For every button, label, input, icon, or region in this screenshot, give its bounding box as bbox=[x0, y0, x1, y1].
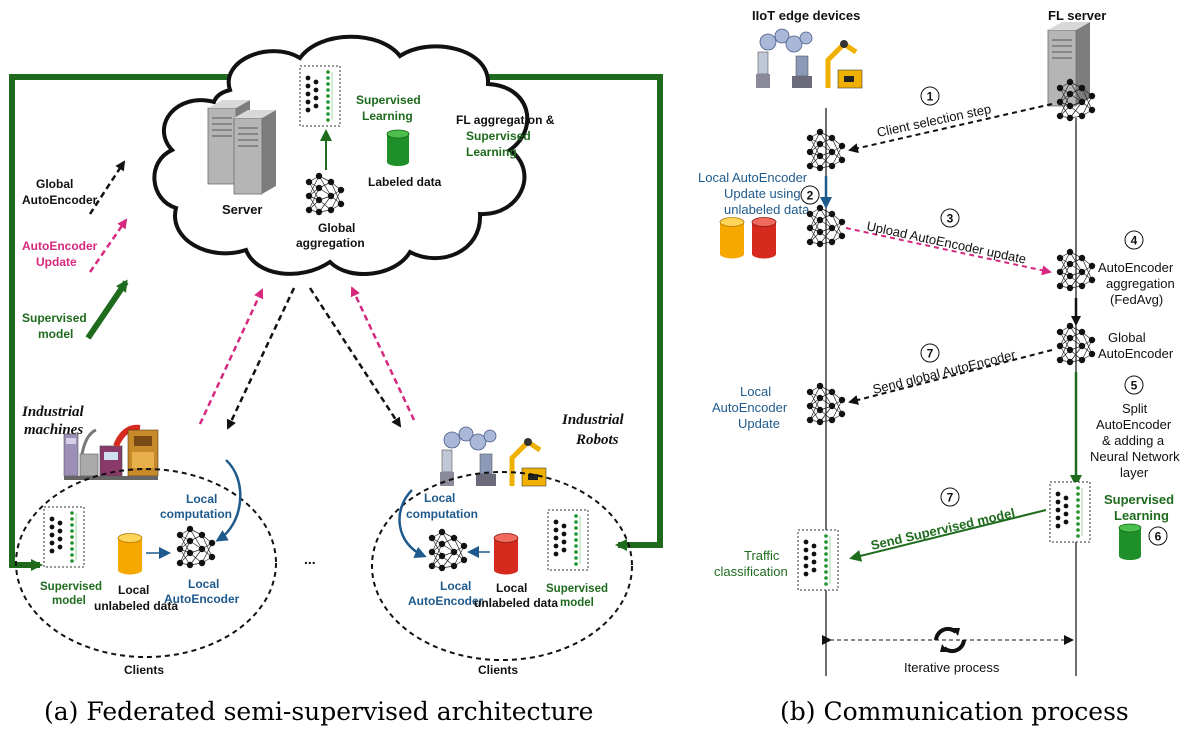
client-left-local-ae-label: Local AutoEncoder bbox=[164, 577, 240, 606]
cloud-supervised-learning-label: Supervised Learning bbox=[356, 93, 424, 123]
server-icon bbox=[233, 109, 277, 195]
step-7b-label: Send Supervised model bbox=[869, 505, 1016, 553]
client-right-clients-label: Clients bbox=[478, 663, 518, 677]
ellipsis: ... bbox=[304, 551, 316, 567]
fl-aggregation-label: FL aggregation & Supervised Learning bbox=[456, 113, 558, 159]
client-right-supervised-model-label: Supervised model bbox=[546, 583, 611, 609]
step-2-label: Local AutoEncoder Update using unlabeled… bbox=[698, 170, 811, 217]
client-left-computation-arrow bbox=[215, 459, 242, 542]
legend-black-arrow bbox=[88, 160, 126, 215]
database-icon bbox=[719, 217, 745, 259]
step-2-marker bbox=[800, 185, 820, 205]
panel-a: Server Global aggregation Supervised Lea… bbox=[9, 34, 663, 726]
step-6-number: 6 bbox=[1155, 530, 1162, 544]
panel-b: IIoT edge devices FL server 1 Client sel… bbox=[698, 8, 1183, 726]
client-selection-arrow bbox=[848, 103, 1053, 154]
legend-supervised-model: Supervised model bbox=[22, 311, 90, 341]
supervised-model-feedback-right bbox=[400, 74, 663, 551]
industrial-robots-label: Industrial Robots bbox=[561, 412, 627, 448]
client-left-supervised-model bbox=[43, 506, 85, 568]
supervised-model-feedback-left bbox=[9, 74, 408, 571]
step-1-number: 1 bbox=[927, 90, 934, 104]
upload-update-arrow bbox=[845, 227, 1052, 276]
step-7a-label: Send global AutoEncoder bbox=[871, 347, 1018, 397]
step-5-marker bbox=[1124, 375, 1144, 395]
labeled-data-label: Labeled data bbox=[368, 175, 442, 189]
client-right-supervised-model bbox=[547, 509, 589, 571]
step-3-marker bbox=[940, 208, 960, 228]
step-1-marker bbox=[920, 86, 940, 106]
client-left-local-computation-label: Local computation bbox=[160, 492, 232, 521]
industrial-robots-icon bbox=[440, 427, 546, 486]
step-4-label: AutoEncoder aggregation (FedAvg) bbox=[1098, 260, 1178, 307]
step-4-number: 4 bbox=[1131, 234, 1138, 248]
caption-a: (a) Federated semi-supervised architectu… bbox=[44, 697, 593, 726]
server-supervised-learning-label: Supervised Learning bbox=[1104, 492, 1178, 523]
step-1-label: Client selection step bbox=[876, 101, 993, 140]
download-arrow-left bbox=[226, 287, 296, 430]
client-left-local-data-label: Local unlabeled data bbox=[94, 583, 178, 613]
database-icon bbox=[1118, 523, 1142, 561]
client-right-local-ae-label: Local AutoEncoder bbox=[408, 579, 484, 608]
legend-global-autoencoder: Global AutoEncoder bbox=[22, 177, 98, 207]
database-icon bbox=[386, 129, 410, 167]
client-left-clients-label: Clients bbox=[124, 663, 164, 677]
step-7a-marker bbox=[920, 343, 940, 363]
refresh-icon bbox=[934, 626, 966, 654]
industrial-machines-label: Industrial machines bbox=[21, 404, 87, 438]
step-4-marker bbox=[1124, 230, 1144, 250]
legend-autoencoder-update: AutoEncoder Update bbox=[22, 239, 101, 269]
download-arrow-right bbox=[308, 287, 402, 428]
send-supervised-model-arrow bbox=[849, 509, 1047, 562]
database-icon bbox=[751, 217, 777, 259]
step-2-number: 2 bbox=[807, 189, 814, 203]
step-7b-number: 7 bbox=[947, 491, 954, 505]
database-icon bbox=[493, 533, 519, 575]
client-circle-right bbox=[371, 471, 633, 661]
client-supervised-model bbox=[797, 529, 839, 591]
step-5-label: Split AutoEncoder & adding a Neural Netw… bbox=[1090, 401, 1183, 480]
upload-arrow-left bbox=[198, 288, 264, 425]
client-right-local-computation-label: Local computation bbox=[406, 491, 478, 521]
step-7b-marker bbox=[940, 487, 960, 507]
neural-network-icon bbox=[428, 528, 468, 572]
send-global-ae-arrow bbox=[848, 349, 1053, 405]
upload-arrow-right bbox=[350, 286, 416, 421]
client-right-local-data-label: Local unlabeled data bbox=[474, 581, 558, 610]
cloud-supervised-model bbox=[299, 65, 341, 127]
server-supervised-model bbox=[1049, 481, 1091, 543]
step-6-marker bbox=[1148, 526, 1168, 546]
traffic-classification-label: Traffic classification bbox=[714, 548, 788, 579]
step-7a-number: 7 bbox=[927, 347, 934, 361]
legend-green-arrow bbox=[85, 279, 129, 340]
header-devices: IIoT edge devices bbox=[752, 8, 860, 23]
database-icon bbox=[117, 533, 143, 575]
client-left-supervised-model-label: Supervised model bbox=[40, 581, 105, 607]
neural-network-icon bbox=[176, 525, 216, 569]
cloud-icon bbox=[152, 34, 530, 276]
iterative-label: Iterative process bbox=[904, 660, 1000, 675]
iiot-devices-icon bbox=[756, 29, 862, 88]
global-ae-label: Global AutoEncoder bbox=[1098, 330, 1174, 361]
header-server: FL server bbox=[1048, 8, 1106, 23]
step-3-number: 3 bbox=[947, 212, 954, 226]
step-5-number: 5 bbox=[1131, 379, 1138, 393]
global-aggregation-label: Global aggregation bbox=[296, 221, 365, 250]
legend-pink-arrow bbox=[88, 218, 128, 273]
local-ae-update-label: Local AutoEncoder Update bbox=[712, 384, 791, 431]
server-label: Server bbox=[222, 202, 262, 217]
client-circle-left bbox=[15, 468, 277, 658]
client-right-computation-arrow bbox=[398, 489, 427, 558]
caption-b: (b) Communication process bbox=[780, 697, 1129, 726]
